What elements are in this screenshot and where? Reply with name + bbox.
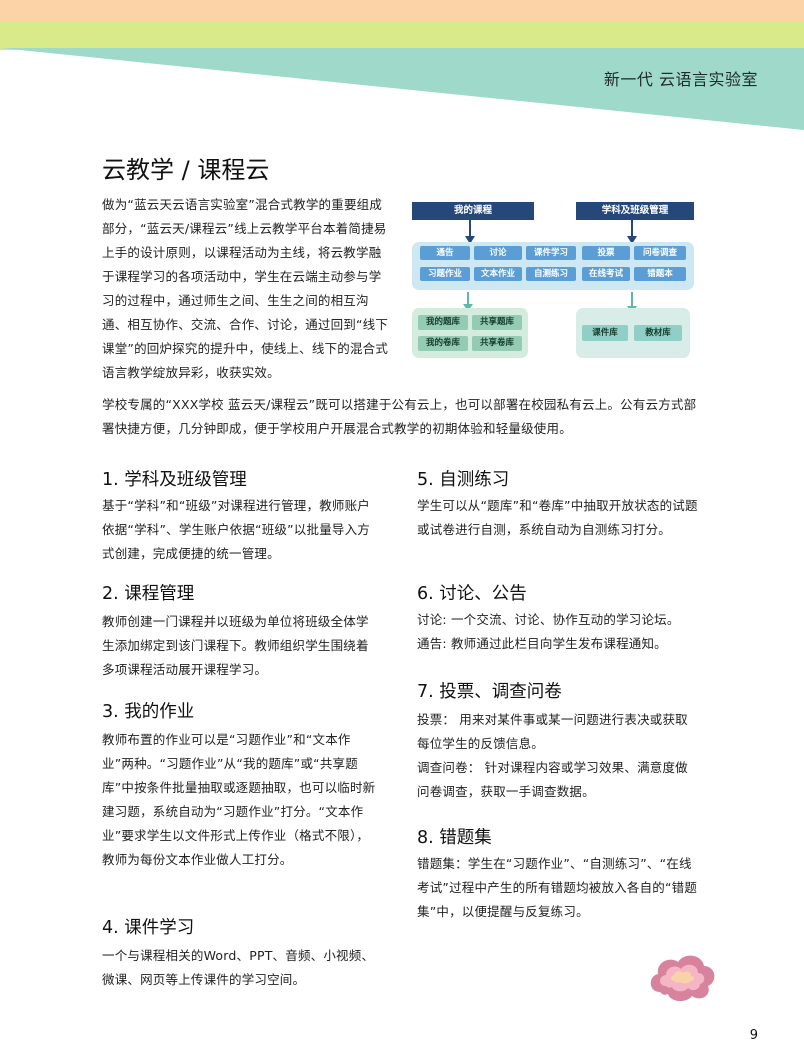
header-banner — [0, 0, 804, 130]
section-5-title: 5. 自测练习 — [417, 470, 510, 490]
diagram-item-courseware-library: 课件库 — [582, 325, 628, 341]
course-cloud-diagram: 我的课程 学科及班级管理 通告 讨论 课件学习 投票 问卷调查 习题作业 文本作… — [412, 200, 694, 358]
brand-label: 新一代 云语言实验室 — [603, 70, 758, 89]
diagram-item-online-exam: 在线考试 — [582, 267, 630, 281]
diagram-item-notice: 通告 — [420, 246, 470, 260]
diagram-arrows — [463, 220, 637, 313]
diagram-head-subject-class: 学科及班级管理 — [576, 202, 694, 220]
diagram-item-my-question-bank: 我的题库 — [418, 315, 468, 330]
diagram-item-self-test: 自测练习 — [526, 267, 576, 281]
diagram-item-shared-question-bank: 共享题库 — [472, 315, 522, 330]
section-1-body: 基于“学科”和“班级”对课程进行管理，教师账户依据“学科”、学生账户依据“班级”… — [102, 498, 371, 561]
section-6-title: 6. 讨论、公告 — [417, 584, 527, 604]
diagram-item-textbook-library: 教材库 — [634, 325, 682, 341]
section-8-title: 8. 错题集 — [417, 828, 492, 848]
intro-paragraph: 做为“蓝云天云语言实验室”混合式教学的重要组成部分，“蓝云天/课程云”线上云教学… — [102, 197, 389, 380]
diagram-item-vote: 投票 — [582, 246, 630, 260]
diagram-item-my-paper-bank: 我的卷库 — [418, 336, 468, 351]
section-6-body-notice: 通告: 教师通过此栏目向学生发布课程通知。 — [417, 636, 667, 651]
section-1-title: 1. 学科及班级管理 — [102, 470, 247, 490]
section-8-body: 错题集：学生在“习题作业”、“自测练习”、“在线考试”过程中产生的所有错题均被放… — [417, 856, 698, 919]
diagram-item-shared-paper-bank: 共享卷库 — [472, 336, 522, 351]
diagram-item-survey: 问卷调查 — [634, 246, 686, 260]
diagram-item-error-book: 错题本 — [634, 267, 686, 281]
section-2-body: 教师创建一门课程并以班级为单位将班级全体学生添加绑定到该门课程下。教师组织学生围… — [102, 614, 369, 677]
diagram-head-my-course: 我的课程 — [412, 202, 534, 220]
section-4-body: 一个与课程相关的Word、PPT、音频、小视频、微课、网页等上传课件的学习空间。 — [102, 948, 375, 987]
section-7-title: 7. 投票、调查问卷 — [417, 682, 562, 702]
page-number: 9 — [749, 1028, 758, 1043]
section-3-title: 3. 我的作业 — [102, 702, 195, 722]
deploy-paragraph: 学校专属的“XXX学校 蓝云天/课程云”既可以搭建于公有云上，也可以部署在校园私… — [102, 397, 697, 436]
diagram-item-exercise-hw: 习题作业 — [420, 267, 470, 281]
section-6-body-discussion: 讨论: 一个交流、讨论、协作互动的学习论坛。 — [417, 612, 680, 627]
section-2-title: 2. 课程管理 — [102, 584, 195, 604]
section-4-title: 4. 课件学习 — [102, 918, 195, 938]
diagram-item-text-hw: 文本作业 — [474, 267, 522, 281]
section-5-body: 学生可以从“题库”和“卷库”中抽取开放状态的试题或试卷进行自测，系统自动为自测练… — [417, 498, 698, 537]
diagram-item-discussion: 讨论 — [474, 246, 522, 260]
diagram-item-courseware: 课件学习 — [526, 246, 576, 260]
cloud-logo-icon — [650, 955, 715, 1002]
section-3-body: 教师布置的作业可以是“习题作业”和“文本作业”两种。“习题作业”从“我的题库”或… — [102, 732, 376, 867]
section-7-body-survey: 调查问卷： 针对课程内容或学习效果、满意度做问卷调查，获取一手调查数据。 — [417, 760, 688, 799]
page-title: 云教学 / 课程云 — [102, 156, 270, 184]
section-7-body-vote: 投票： 用来对某件事或某一问题进行表决或获取每位学生的反馈信息。 — [417, 712, 688, 751]
